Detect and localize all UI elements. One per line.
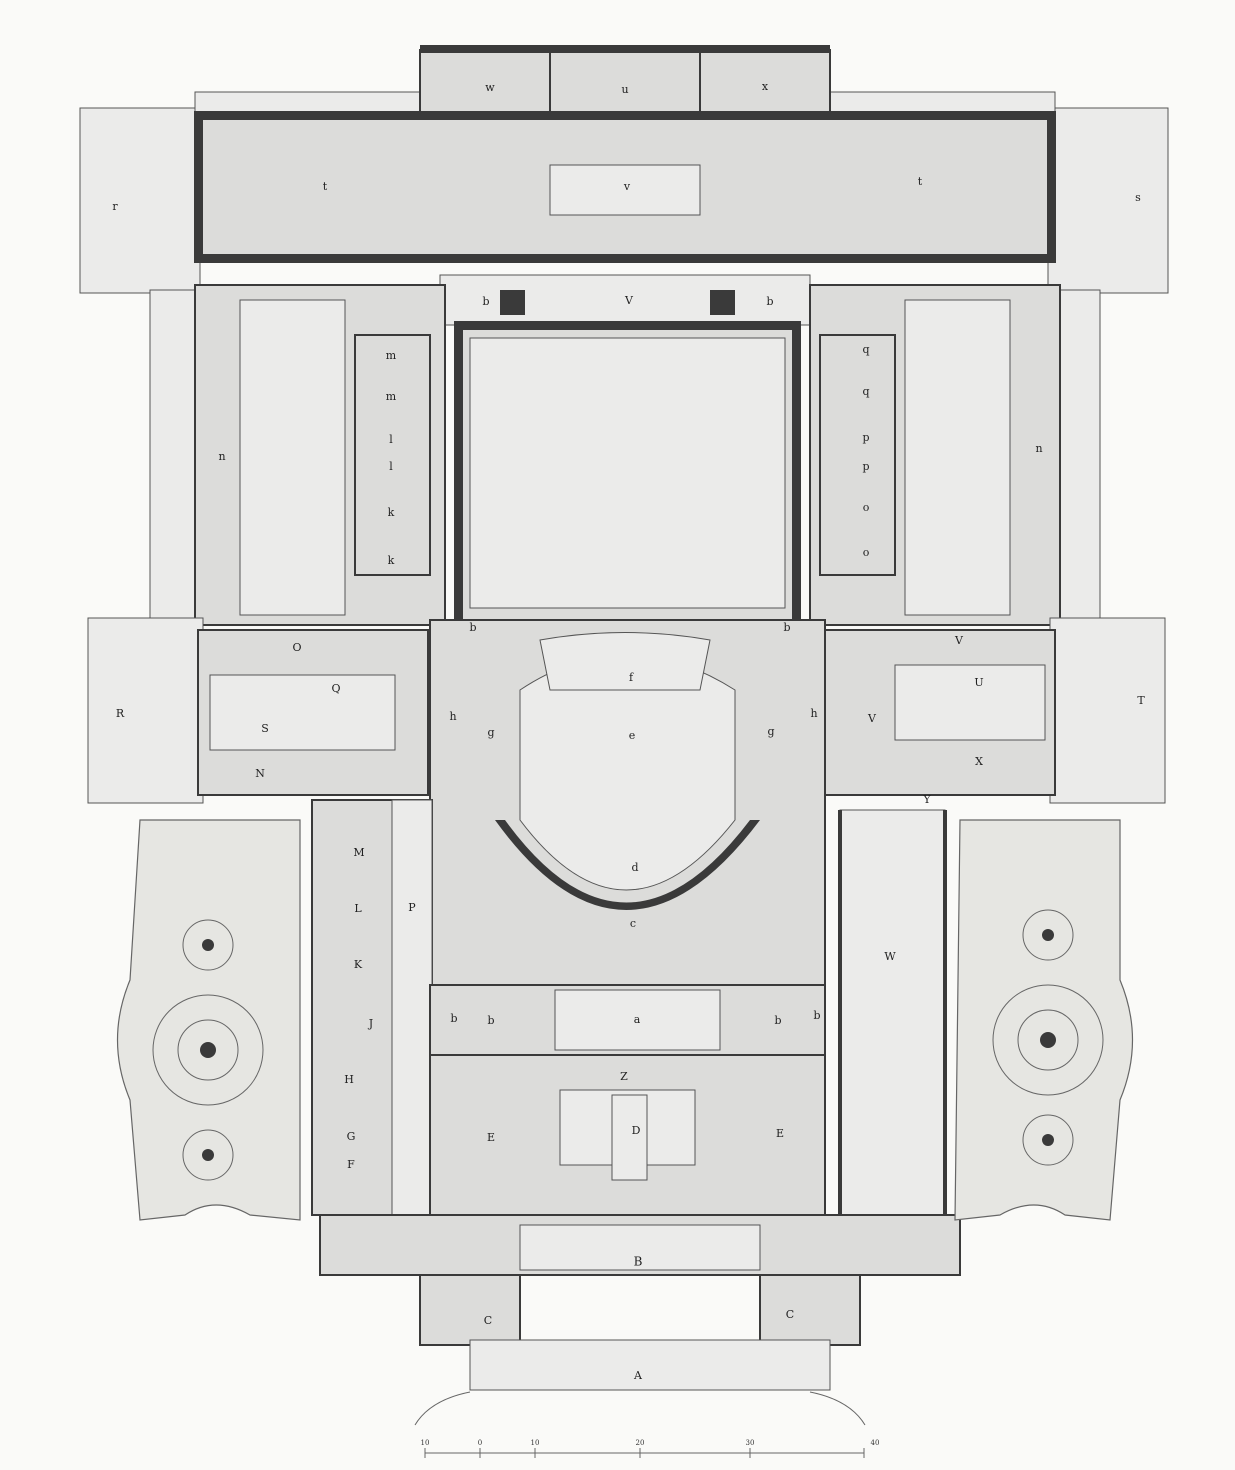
- label-V-upper: V: [624, 294, 634, 307]
- label-J: J: [368, 1017, 373, 1030]
- label-F: F: [347, 1158, 355, 1171]
- label-b-br2: b: [813, 1009, 820, 1022]
- label-V-right-1: V: [954, 634, 964, 647]
- label-G: G: [347, 1130, 356, 1143]
- right-upper-wing: [809, 284, 1101, 626]
- label-n-right: n: [1035, 442, 1042, 455]
- label-n-left: n: [218, 450, 225, 463]
- label-x: x: [762, 80, 769, 93]
- label-M: M: [353, 846, 364, 859]
- label-Q: Q: [331, 682, 340, 695]
- left-upper-wing: [149, 284, 446, 626]
- label-c: c: [630, 917, 636, 930]
- label-b-bl2: b: [487, 1014, 494, 1027]
- label-R: R: [116, 707, 125, 720]
- label-E-right: E: [776, 1127, 784, 1140]
- label-D: D: [632, 1124, 641, 1137]
- entrance-front: [319, 1214, 961, 1426]
- label-t-left: t: [323, 180, 328, 193]
- label-f: f: [629, 671, 634, 684]
- label-b-tr: b: [766, 295, 773, 308]
- auditorium: [429, 619, 826, 996]
- label-m-2: m: [386, 390, 397, 403]
- label-b-ml: b: [469, 621, 476, 634]
- label-A: A: [633, 1369, 643, 1382]
- label-e: e: [629, 729, 636, 742]
- right-garden: [954, 819, 1134, 1221]
- label-r: r: [112, 200, 118, 213]
- scale-tick-2: 10: [531, 1439, 540, 1447]
- label-q-1: q: [862, 343, 869, 356]
- label-Z: Z: [620, 1070, 628, 1083]
- label-s: s: [1135, 191, 1141, 204]
- label-g-left: g: [487, 726, 494, 739]
- label-o-1: o: [863, 501, 870, 514]
- label-Y: Y: [922, 793, 931, 806]
- label-q-2: q: [862, 385, 869, 398]
- label-O: O: [292, 641, 301, 654]
- label-W: W: [884, 950, 896, 963]
- label-C-right: C: [786, 1308, 794, 1321]
- label-h-left: h: [449, 710, 456, 723]
- label-N: N: [255, 767, 265, 780]
- top-wing: [194, 111, 1056, 263]
- label-L: L: [354, 902, 362, 915]
- label-l-2: l: [389, 460, 393, 473]
- right-middle-wing: [824, 617, 1166, 804]
- right-lower-wing: [838, 809, 947, 1221]
- label-u: u: [621, 83, 628, 96]
- label-l-1: l: [389, 433, 393, 446]
- stage-block: [439, 274, 811, 623]
- label-v-top: v: [623, 180, 631, 193]
- label-b-br1: b: [774, 1014, 781, 1027]
- left-lower-wing: [311, 799, 433, 1221]
- label-U: U: [974, 676, 983, 689]
- label-C-left: C: [484, 1314, 492, 1327]
- scale-tick-3: 20: [636, 1439, 645, 1447]
- label-p-2: p: [862, 460, 869, 473]
- label-E-left: E: [487, 1131, 495, 1144]
- room-labels: w u x t v t r s V b b m m l l k k n q q …: [112, 80, 1145, 1382]
- left-middle-wing: [87, 617, 429, 804]
- scale-tick-1: 0: [478, 1439, 482, 1447]
- label-p-1: p: [862, 431, 869, 444]
- label-H: H: [344, 1073, 354, 1086]
- label-w: w: [485, 81, 495, 94]
- label-b-tl: b: [482, 295, 489, 308]
- label-g-right: g: [767, 725, 774, 738]
- label-k-2: k: [388, 554, 395, 567]
- scale-tick-4: 30: [746, 1439, 755, 1447]
- label-d: d: [631, 861, 638, 874]
- label-B: B: [634, 1255, 643, 1269]
- label-b-mr: b: [783, 621, 790, 634]
- label-k-1: k: [388, 506, 395, 519]
- label-T: T: [1137, 694, 1145, 707]
- left-garden: [116, 819, 301, 1221]
- label-t-right: t: [918, 175, 923, 188]
- label-X: X: [975, 755, 983, 768]
- scale-tick-5: 40: [871, 1439, 880, 1447]
- scale-bar: 10 0 10 20 30 40: [421, 1439, 880, 1458]
- label-a: a: [634, 1013, 641, 1026]
- label-b-bl1: b: [450, 1012, 457, 1025]
- label-P: P: [408, 901, 416, 914]
- label-o-2: o: [863, 546, 870, 559]
- foyer: [429, 984, 826, 1216]
- scale-tick-0: 10: [421, 1439, 430, 1447]
- top-annex: [419, 45, 831, 113]
- label-V-right-2: V: [867, 712, 877, 725]
- label-h-right: h: [810, 707, 817, 720]
- label-K: K: [354, 958, 363, 971]
- label-m-1: m: [386, 349, 397, 362]
- label-S: S: [261, 722, 269, 735]
